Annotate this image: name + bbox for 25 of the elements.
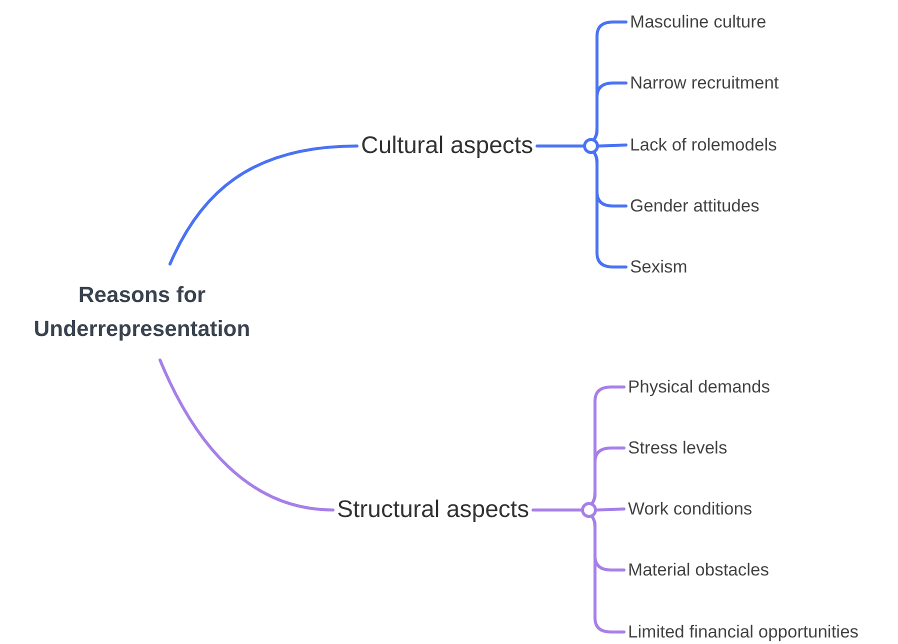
subtopic-text: Limited financial opportunities: [624, 622, 863, 642]
branch-line: [536, 144, 584, 148]
branch-line: [590, 446, 626, 506]
subtopic-text: Gender attitudes: [626, 196, 764, 216]
branch-line: [168, 144, 358, 266]
circle-node: [581, 502, 597, 518]
subtopic-text: Masculine culture: [626, 12, 770, 32]
branch-line: [532, 508, 582, 512]
branch-line: [592, 150, 628, 268]
subtopic-text: Material obstacles: [624, 560, 774, 580]
subtopic-text: Lack of rolemodels: [626, 134, 781, 156]
subtopic-text: Physical demands: [624, 376, 774, 398]
circle-node: [583, 138, 599, 154]
subtopic-text: Narrow recruitment: [626, 72, 783, 94]
subtopic-text: Work conditions: [624, 498, 756, 520]
central-topic: Reasons for Underrepresentation: [7, 264, 277, 360]
subtopic-text: Sexism: [626, 256, 692, 278]
branch-line: [592, 82, 628, 142]
branch-line: [598, 144, 628, 148]
branch-line: [158, 358, 334, 512]
branch-line: [596, 508, 626, 512]
branch-line: [590, 514, 626, 634]
branch-topic: Cultural aspects: [357, 132, 538, 160]
branch-topic: Structural aspects: [333, 496, 534, 524]
subtopic-text: Stress levels: [624, 438, 732, 458]
